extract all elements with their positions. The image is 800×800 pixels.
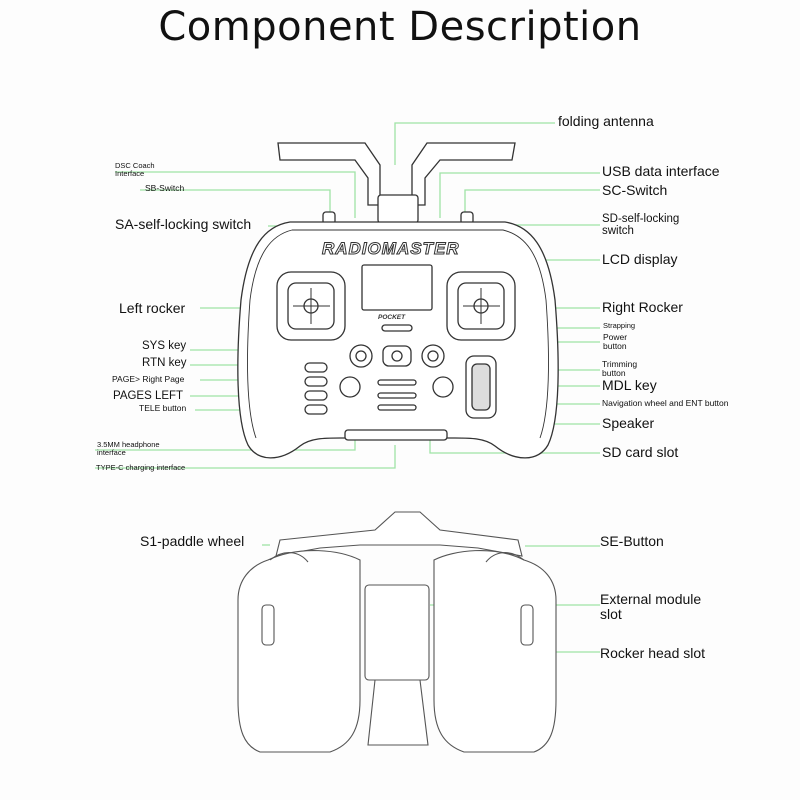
- label-sb-switch: SB-Switch: [145, 183, 185, 193]
- label-lcd: LCD display: [602, 251, 678, 267]
- label-pages-left: PAGES LEFT: [113, 390, 184, 402]
- rear-view: [237, 511, 557, 753]
- label-power-button: Power button: [603, 332, 628, 351]
- label-sys-key: SYS key: [142, 340, 187, 352]
- label-typec: TYPE-C charging interface: [96, 463, 186, 472]
- page-title: Component Description: [158, 4, 642, 50]
- label-rocker-head: Rocker head slot: [600, 645, 706, 661]
- label-sc-switch: SC-Switch: [602, 182, 668, 198]
- label-dsc-coach: DSC Coach Interface: [115, 161, 155, 178]
- label-sd-switch: SD-self-locking switch: [602, 213, 680, 238]
- label-se-button: SE-Button: [600, 533, 664, 549]
- label-rtn-key: RTN key: [142, 357, 187, 369]
- label-nav-wheel: Navigation wheel and ENT button: [602, 398, 729, 408]
- label-tele-button: TELE button: [139, 403, 187, 413]
- label-right-rocker: Right Rocker: [602, 299, 683, 315]
- label-page-right: PAGE> Right Page: [112, 374, 185, 384]
- label-headphone: 3.5MM headphone interface: [97, 440, 160, 457]
- model-logo: POCKET: [378, 314, 406, 321]
- label-speaker: Speaker: [602, 415, 655, 431]
- front-view: [237, 142, 559, 459]
- label-folding-antenna: folding antenna: [558, 113, 654, 129]
- label-left-rocker: Left rocker: [119, 300, 186, 316]
- label-trimming: Trimming button: [602, 359, 638, 378]
- label-external-module: External module slot: [600, 591, 702, 622]
- label-sa-switch: SA-self-locking switch: [115, 216, 252, 232]
- label-sd-card: SD card slot: [602, 444, 679, 460]
- brand-logo: RADIOMASTER: [322, 239, 460, 258]
- label-usb-data: USB data interface: [602, 163, 720, 179]
- label-strapping: Strapping: [603, 321, 636, 330]
- label-s1-paddle: S1-paddle wheel: [140, 533, 245, 549]
- label-mdl-key: MDL key: [602, 377, 657, 393]
